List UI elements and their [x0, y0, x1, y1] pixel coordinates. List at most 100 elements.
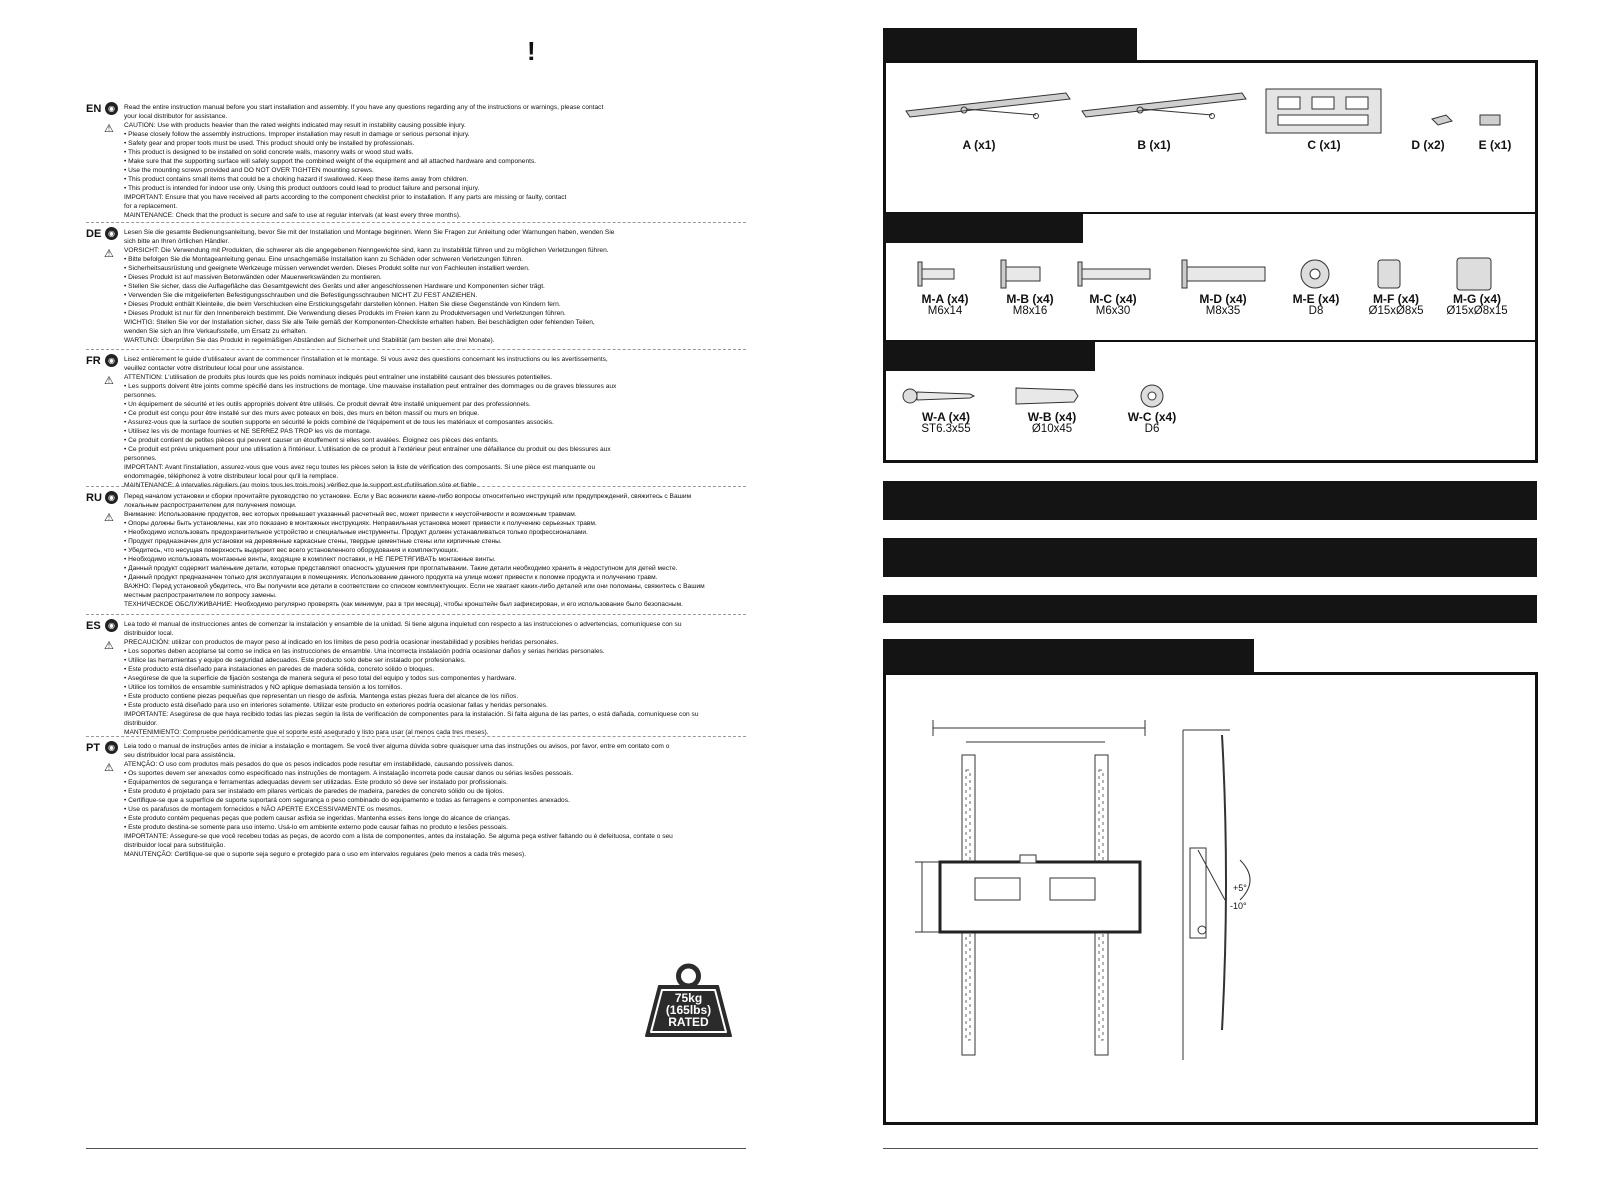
- washer-wc-image: [1140, 384, 1164, 408]
- instruction-line: • Os suportes devem ser anexados como es…: [124, 770, 574, 777]
- instruction-line: • Un équipement de sécurité et les outil…: [124, 401, 531, 408]
- instruction-line: • Dieses Produkt ist nur für den Innenbe…: [124, 310, 566, 317]
- instruction-line: • Use the mounting screws provided and D…: [124, 167, 374, 174]
- part-b-label: B (x1): [1137, 138, 1171, 152]
- instruction-text: Перед началом установки и сборки прочита…: [124, 492, 750, 609]
- instruction-line: PRECAUCIÓN: utilizar con productos de ma…: [124, 639, 559, 646]
- read-manual-icon: ◉: [105, 227, 118, 240]
- instruction-line: sich bitte an Ihren örtlichen Händler.: [124, 238, 230, 245]
- screw-mc-image: [1077, 261, 1151, 287]
- instruction-line: • Los soportes deben acoplarse tal como …: [124, 648, 605, 655]
- instruction-line: • Продукт предназначен для установки на …: [124, 538, 502, 545]
- instruction-text: Read the entire instruction manual befor…: [124, 103, 750, 220]
- instruction-line: distribuidor.: [124, 720, 158, 727]
- language-separator: [86, 614, 746, 615]
- caution-triangle-icon: ⚠: [104, 762, 114, 774]
- instruction-line: MANTENIMIENTO: Compruebe periódicamente …: [124, 729, 489, 736]
- hw-mf-label: M-F (x4): [1373, 292, 1419, 306]
- language-separator: [86, 486, 746, 487]
- instruction-line: ВАЖНО: Перед установкой убедитесь, что В…: [124, 583, 705, 590]
- instruction-line: personnes.: [124, 392, 157, 399]
- left-footer-rule: [86, 1148, 746, 1149]
- part-d-image: [1431, 114, 1453, 126]
- language-code: PT: [86, 742, 101, 754]
- instruction-text: Leia todo o manual de instruções antes d…: [124, 742, 750, 859]
- hw-mb-size: M8x16: [1012, 305, 1048, 317]
- caution-triangle-icon: ⚠: [104, 123, 114, 135]
- instruction-line: Leia todo o manual de instruções antes d…: [124, 743, 670, 750]
- wall-hardware-header: [883, 341, 1095, 371]
- instruction-line: IMPORTANT: Avant l'installation, assurez…: [124, 464, 596, 471]
- weight-icon: [645, 963, 732, 1037]
- parts-divider: [883, 212, 1538, 214]
- instruction-line: • Make sure that the supporting surface …: [124, 158, 537, 165]
- instruction-line: • Опоры должны быть установлены, как это…: [124, 520, 597, 527]
- read-manual-icon: ◉: [105, 491, 118, 504]
- instruction-line: your local distributor for assistance.: [124, 113, 228, 120]
- instruction-text: Lisez entièrement le guide d'utilisateur…: [124, 355, 750, 490]
- caution-triangle-icon: ⚠: [104, 248, 114, 260]
- language-separator: [86, 222, 746, 223]
- instruction-line: • Dieses Produkt ist auf massiven Betonw…: [124, 274, 382, 281]
- screw-wa-image: [902, 388, 976, 404]
- badge-weight-kg: 75kg: [674, 991, 703, 1005]
- read-manual-icon: ◉: [105, 102, 118, 115]
- hw-wb-label: W-B (x4): [1027, 410, 1077, 424]
- instruction-line: Lisez entièrement le guide d'utilisateur…: [124, 356, 608, 363]
- read-manual-icon: ◉: [105, 741, 118, 754]
- instruction-line: IMPORTANT: Ensure that you have received…: [124, 194, 567, 201]
- instruction-line: • Stellen Sie sicher, dass die Auflagefl…: [124, 283, 545, 290]
- hw-wa-size: ST6.3x55: [921, 423, 971, 435]
- instruction-line: • Utilisez les vis de montage fournies e…: [124, 428, 372, 435]
- part-a-label: A (x1): [962, 138, 996, 152]
- hw-wc-label: W-C (x4): [1127, 410, 1177, 424]
- hw-md-size: M8x35: [1205, 305, 1241, 317]
- warning-heading-mark: !: [527, 36, 536, 66]
- part-e-image: [1479, 114, 1501, 126]
- instruction-line: • Este produto destina-se somente para u…: [124, 824, 508, 831]
- instruction-line: • Asegúrese de que la superficie de fija…: [124, 675, 517, 682]
- spacer-mf-image: [1377, 259, 1401, 289]
- instruction-line: • Utilice las herramientas y equipo de s…: [124, 657, 466, 664]
- part-c-label: C (x1): [1307, 138, 1341, 152]
- badge-rated: RATED: [668, 1015, 709, 1029]
- instruction-line: for a replacement.: [124, 203, 178, 210]
- hw-mc-size: M6x30: [1095, 305, 1131, 317]
- hw-me-label: M-E (x4): [1292, 292, 1340, 306]
- part-d-label: D (x2): [1411, 138, 1445, 152]
- instruction-line: местным распространителем по вопросу зам…: [124, 592, 277, 599]
- hw-ma-label: M-A (x4): [921, 292, 969, 306]
- instruction-line: • Este produto é projetado para ser inst…: [124, 788, 505, 795]
- part-e-label: E (x1): [1478, 138, 1512, 152]
- instruction-line: Перед началом установки и сборки прочита…: [124, 493, 692, 500]
- hw-wa-label: W-A (x4): [922, 410, 970, 424]
- instruction-line: distribuidor local para substituição.: [124, 842, 226, 849]
- hardware-panel: [883, 60, 1538, 463]
- instruction-line: • This product contains small items that…: [124, 176, 469, 183]
- instruction-line: • Certifique-se que a superfície de supo…: [124, 797, 570, 804]
- spacer-mg-image: [1456, 257, 1492, 291]
- instruction-line: • Ce produit contient de petites pièces …: [124, 437, 499, 444]
- instruction-line: WARTUNG: Überprüfen Sie das Produkt in r…: [124, 337, 495, 344]
- section-bar-3: [883, 595, 1537, 623]
- section-bar-2: [883, 538, 1537, 577]
- instruction-line: wenden Sie sich an Ihre Verkaufsstelle, …: [124, 328, 307, 335]
- instruction-line: Lesen Sie die gesamte Bedienungsanleitun…: [124, 229, 615, 236]
- tilt-up-label: +5°: [1233, 883, 1247, 893]
- instruction-line: • Este producto está diseñado para insta…: [124, 666, 435, 673]
- hw-me-size: D8: [1308, 305, 1324, 317]
- instruction-line: seu distribuidor local para assistência.: [124, 752, 236, 759]
- badge-weight-lbs: (165lbs): [665, 1003, 712, 1017]
- language-code: FR: [86, 355, 101, 367]
- instruction-line: • Please closely follow the assembly ins…: [124, 131, 470, 138]
- hw-mb-label: M-B (x4): [1006, 292, 1054, 306]
- hw-mc-label: M-C (x4): [1089, 292, 1137, 306]
- instruction-line: ATTENTION: L'utilisation de produits plu…: [124, 374, 553, 381]
- caution-triangle-icon: ⚠: [104, 375, 114, 387]
- tilt-down-label: -10°: [1230, 901, 1247, 911]
- monitor-hardware-header: [883, 213, 1083, 243]
- instruction-line: • Убедитесь, что несущая поверхность выд…: [124, 547, 459, 554]
- section-bar-1: [883, 481, 1537, 520]
- language-code: ES: [86, 620, 101, 632]
- instruction-line: локальным распространителем для получени…: [124, 502, 297, 509]
